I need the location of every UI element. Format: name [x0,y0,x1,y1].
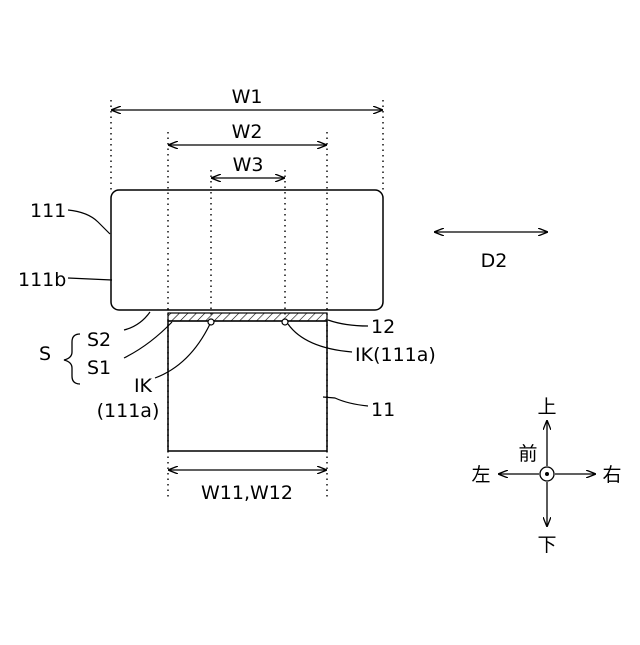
component-111 [111,190,383,310]
dimension-arrows [112,110,547,470]
leader-s2 [124,312,150,330]
label-111: 111 [30,200,66,222]
component-11 [168,321,327,451]
label-s2: S2 [87,329,111,351]
leader-11 [323,397,368,406]
label-right: 右 [602,464,621,486]
label-w11-w12: W11,W12 [201,482,293,504]
label-ik-left: IK [134,375,153,397]
label-12: 12 [371,316,395,338]
label-111b: 111b [18,269,66,291]
ik-point-left [208,319,214,325]
label-left: 左 [471,464,490,486]
label-s: S [39,343,51,365]
ik-point-right [282,319,288,325]
label-ik-right: IK(111a) [355,344,436,366]
leader-111b [68,278,112,280]
label-d2: D2 [481,250,508,272]
leader-ik-left [155,324,210,378]
label-s1: S1 [87,357,111,379]
label-front: 前 [518,443,537,465]
direction-compass [499,421,595,526]
label-w3: W3 [233,154,264,176]
layer-12 [168,313,327,321]
leader-ik-right [288,324,352,352]
label-w1: W1 [232,86,263,108]
brace-s [64,334,80,384]
leader-111 [68,210,110,234]
leader-12 [328,320,368,326]
label-11: 11 [371,399,395,421]
compass-front-dot [545,472,549,476]
label-w2: W2 [232,121,263,143]
label-up: 上 [537,396,556,418]
label-down: 下 [537,534,556,556]
label-ik-left-ref: (111a) [97,400,160,422]
